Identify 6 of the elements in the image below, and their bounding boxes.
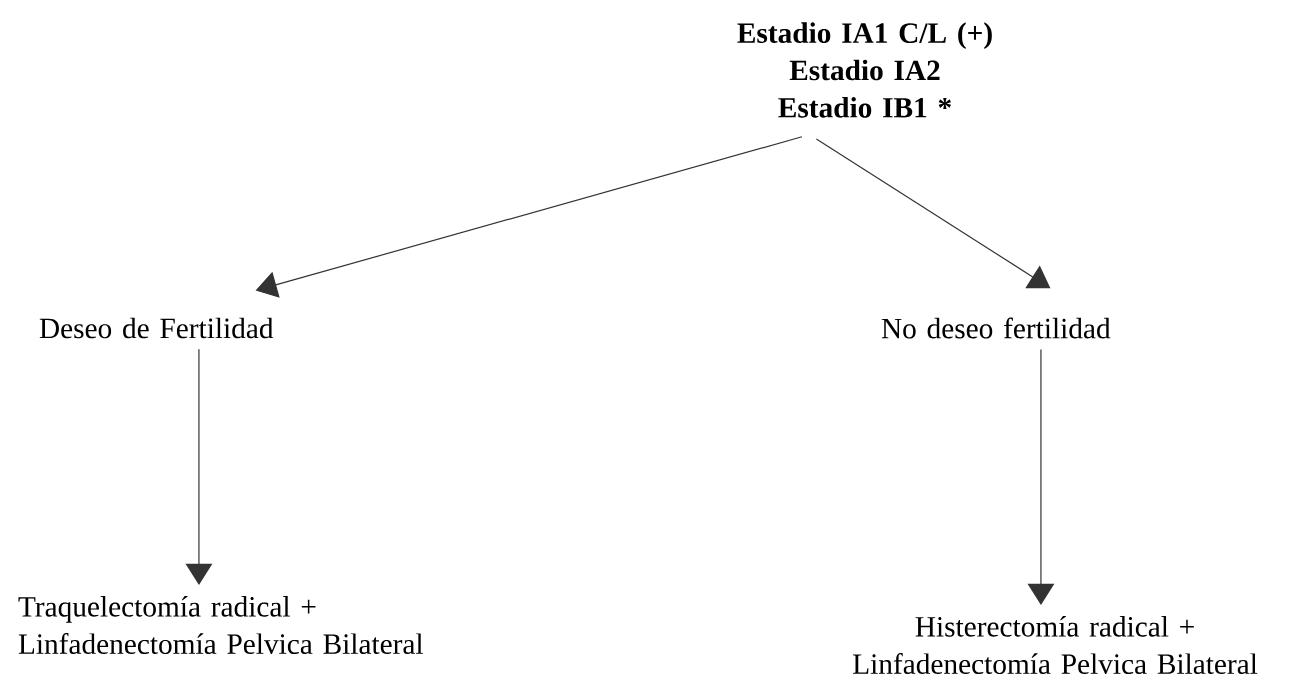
treatment-label: Histerectomía radical + Linfadenectomía Pelvica Bilateral (853, 616, 1258, 674)
branch-label: No deseo fertilidad (881, 317, 1111, 339)
treatment-label: Traquelectomía radical + Linfadenectomía Pelvica Bilateral (18, 596, 424, 654)
stage-list: Estadio IA1 C/L (+) Estadio IA2 Estadio IB1 * (737, 22, 992, 118)
branch-label: Deseo de Fertilidad (39, 317, 274, 339)
arrow (815, 138, 1051, 289)
